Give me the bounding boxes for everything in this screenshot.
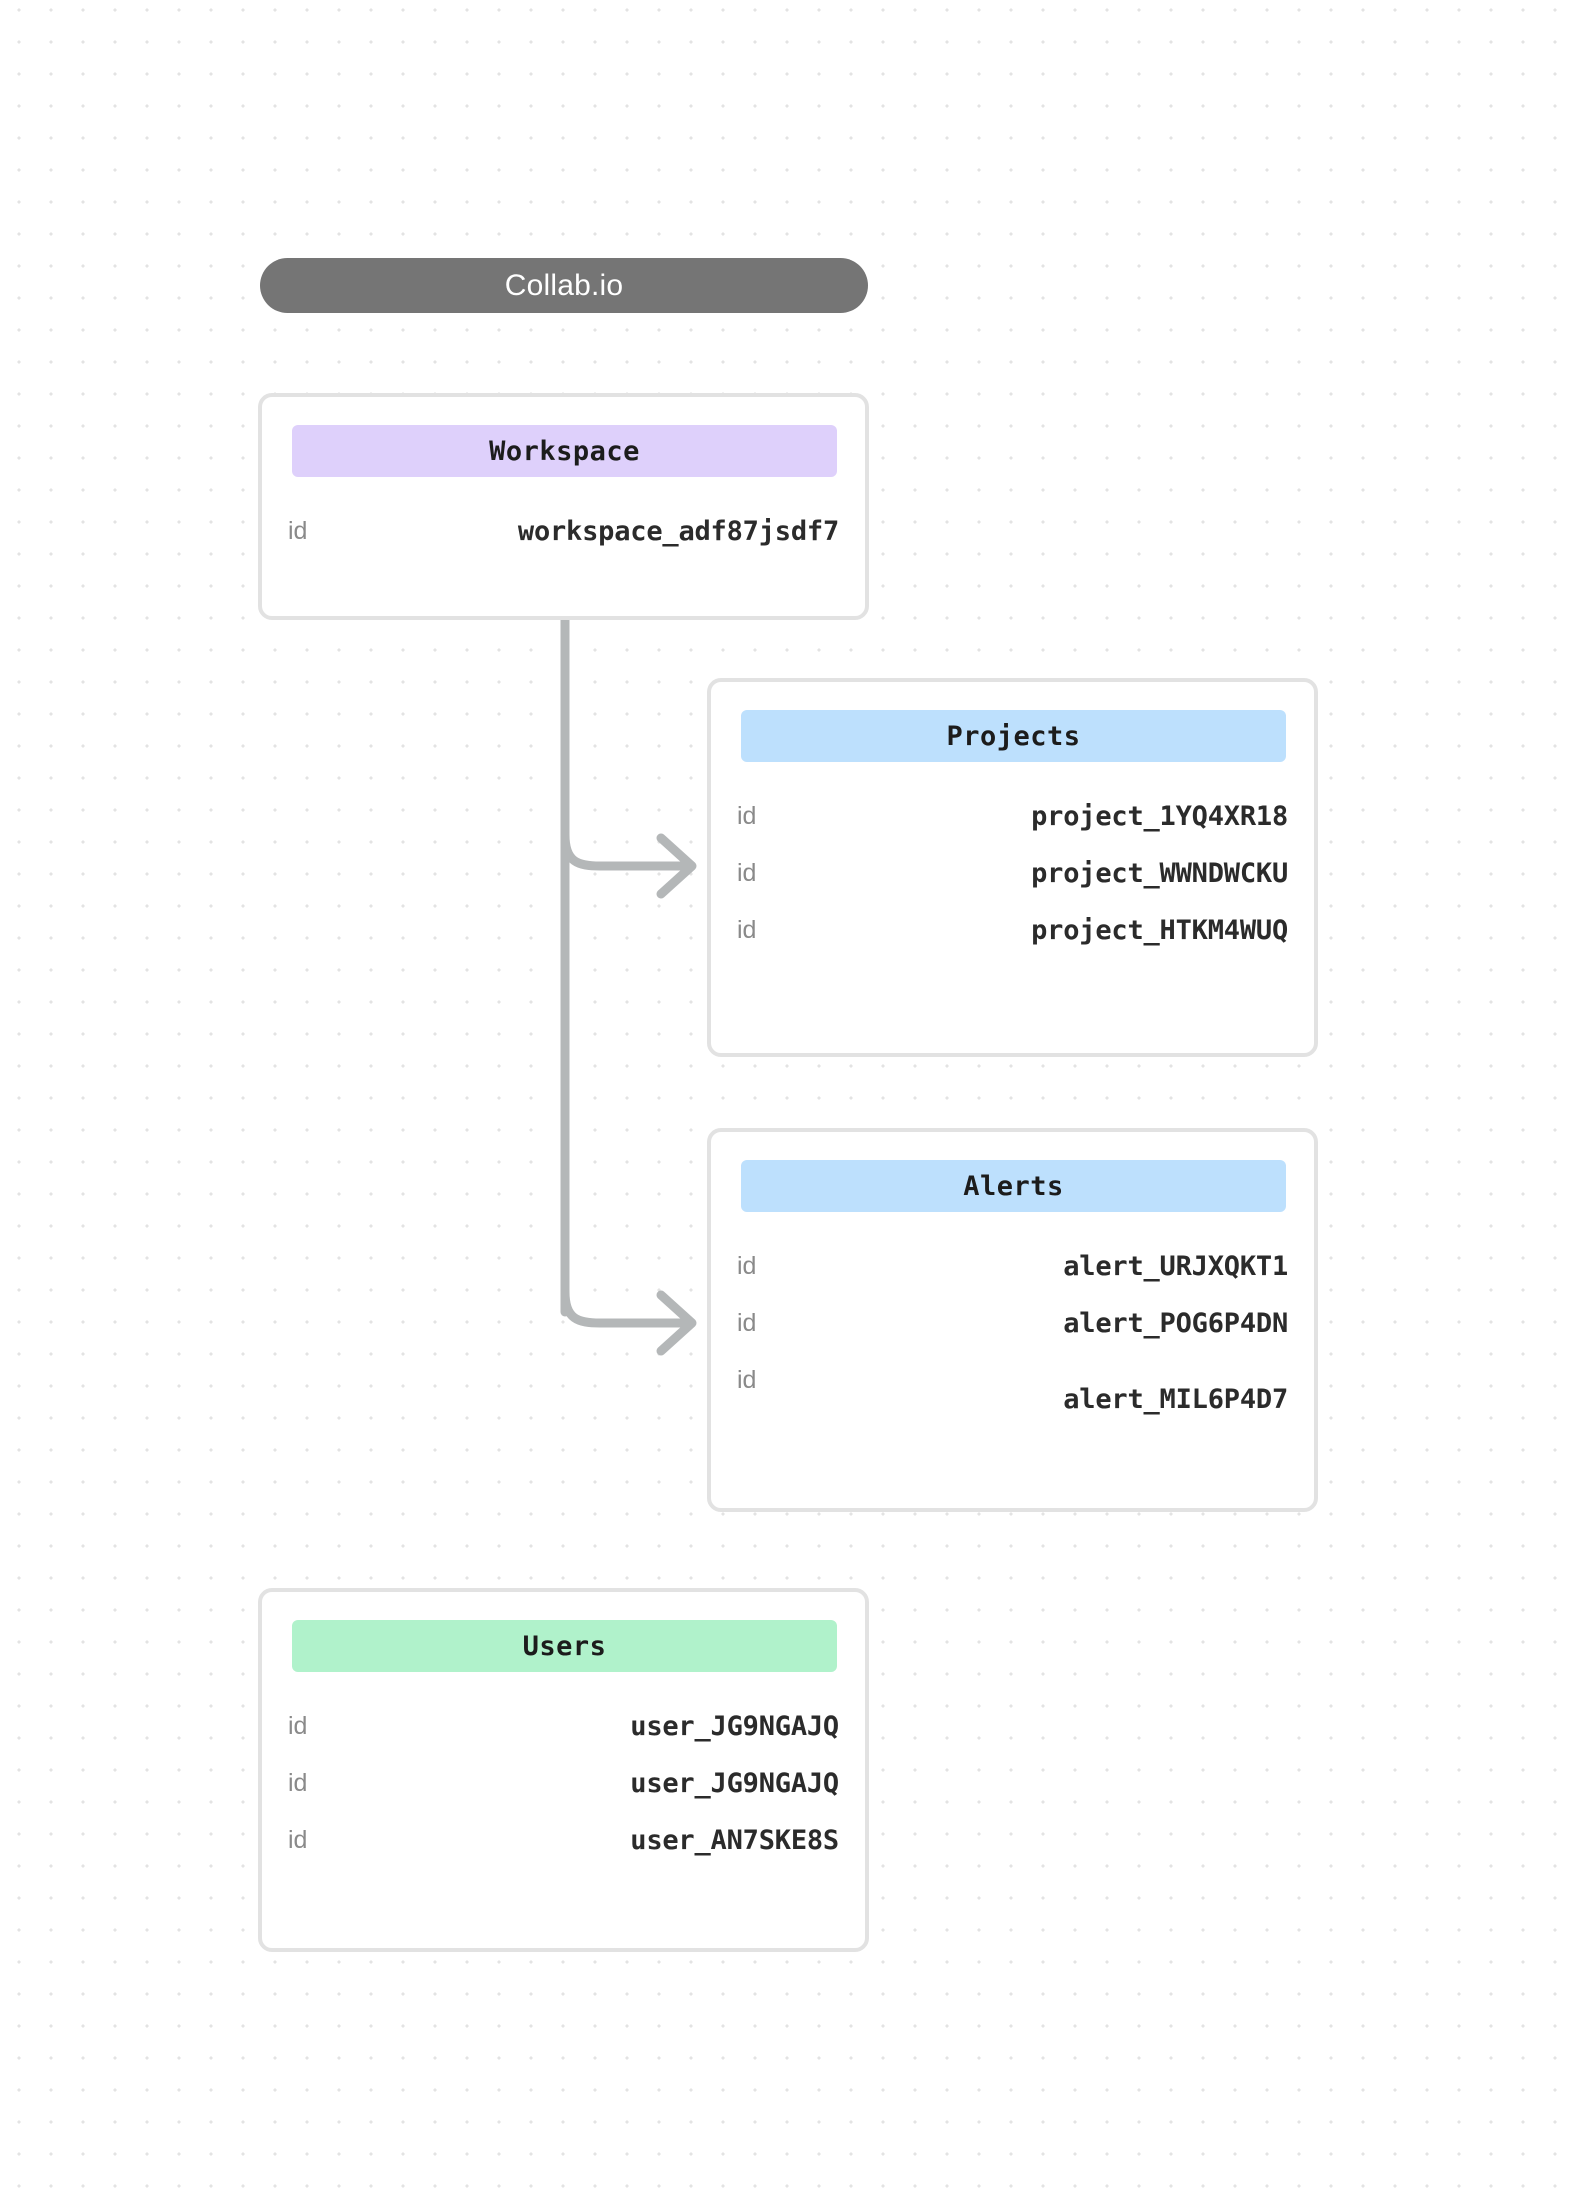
row-key: id [737,1366,757,1394]
row-key: id [737,916,757,944]
entity-rows-workspace: id workspace_adf87jsdf7 [262,503,865,560]
row-value: workspace_adf87jsdf7 [517,516,839,547]
entity-title-users: Users [522,1630,607,1662]
entity-rows-alerts: id alert_URJXQKT1 id alert_POG6P4DN id a… [711,1238,1314,1414]
entity-title-workspace: Workspace [489,435,640,467]
entity-card-alerts[interactable]: Alerts id alert_URJXQKT1 id alert_POG6P4… [707,1128,1318,1512]
row-value: project_HTKM4WUQ [1031,915,1288,946]
connector-arrowhead-alerts [656,1290,697,1356]
connector-workspace-projects [560,830,695,871]
entity-card-workspace[interactable]: Workspace id workspace_adf87jsdf7 [258,393,869,620]
table-row[interactable]: id user_AN7SKE8S [262,1812,865,1869]
row-key: id [288,1769,308,1797]
table-row[interactable]: id project_1YQ4XR18 [711,788,1314,845]
entity-card-projects[interactable]: Projects id project_1YQ4XR18 id project_… [707,678,1318,1057]
row-key: id [288,1826,308,1854]
entity-header-projects: Projects [741,710,1286,762]
entity-rows-projects: id project_1YQ4XR18 id project_WWNDWCKU … [711,788,1314,959]
entity-rows-users: id user_JG9NGAJQ id user_JG9NGAJQ id use… [262,1698,865,1869]
row-key: id [737,859,757,887]
row-value: alert_POG6P4DN [1063,1308,1288,1339]
row-key: id [737,802,757,830]
row-value: user_AN7SKE8S [630,1825,839,1856]
table-row[interactable]: id project_HTKM4WUQ [711,902,1314,959]
row-key: id [737,1309,757,1337]
table-row[interactable]: id alert_URJXQKT1 [711,1238,1314,1295]
entity-header-workspace: Workspace [292,425,837,477]
table-row[interactable]: id alert_POG6P4DN [711,1295,1314,1352]
entity-header-users: Users [292,1620,837,1672]
table-row[interactable]: id user_JG9NGAJQ [262,1698,865,1755]
table-row[interactable]: id alert_MIL6P4D7 [711,1352,1314,1414]
entity-title-alerts: Alerts [963,1170,1064,1202]
entity-header-alerts: Alerts [741,1160,1286,1212]
diagram-title: Collab.io [504,268,624,302]
row-value: alert_MIL6P4D7 [1063,1384,1288,1415]
diagram-title-pill: Collab.io [260,258,868,313]
row-value: user_JG9NGAJQ [630,1768,839,1799]
entity-title-projects: Projects [946,720,1081,752]
row-key: id [288,1712,308,1740]
row-value: project_1YQ4XR18 [1031,801,1288,832]
connector-arrowhead-projects [656,833,697,899]
table-row[interactable]: id project_WWNDWCKU [711,845,1314,902]
table-row[interactable]: id user_JG9NGAJQ [262,1755,865,1812]
row-key: id [737,1252,757,1280]
row-key: id [288,517,308,545]
table-row[interactable]: id workspace_adf87jsdf7 [262,503,865,560]
row-value: project_WWNDWCKU [1031,858,1288,889]
row-value: alert_URJXQKT1 [1063,1251,1288,1282]
connector-workspace-alerts [560,1287,695,1328]
entity-card-users[interactable]: Users id user_JG9NGAJQ id user_JG9NGAJQ … [258,1588,869,1952]
row-value: user_JG9NGAJQ [630,1711,839,1742]
